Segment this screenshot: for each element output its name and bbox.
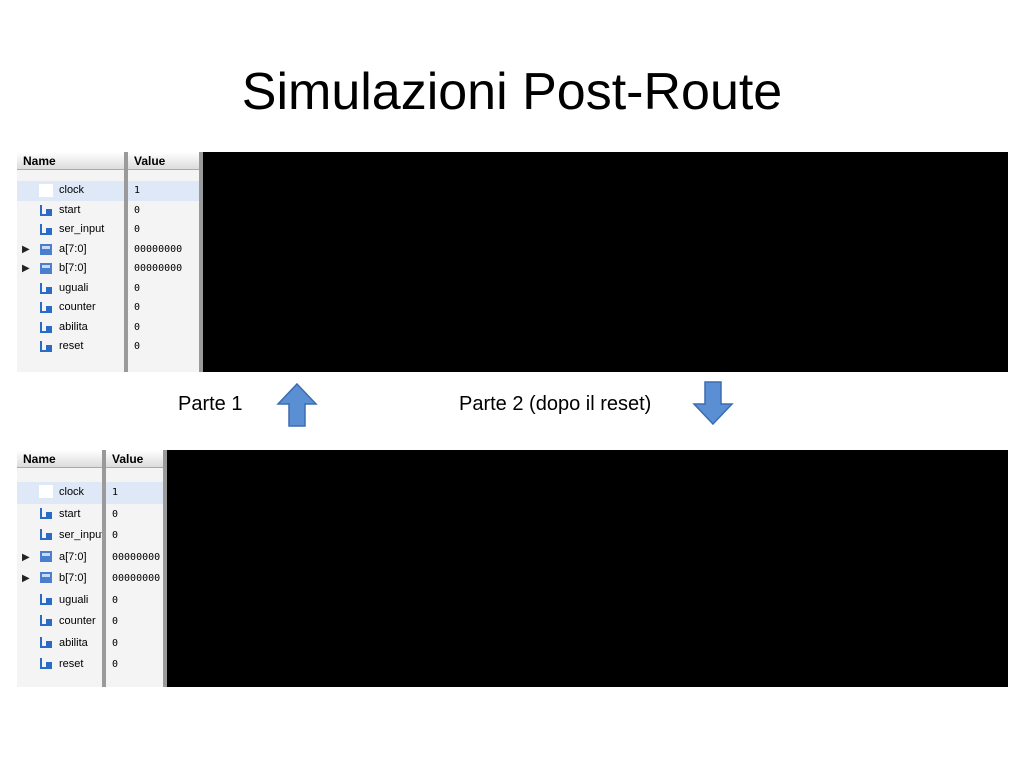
signal-value: 0 — [112, 659, 119, 670]
expand-arrow-icon[interactable]: ▶ — [22, 263, 30, 274]
signal-value: 0 — [112, 637, 119, 649]
signal-name: clock — [59, 486, 85, 498]
signal-value-row: 0 — [128, 220, 199, 240]
signal-row[interactable]: start — [17, 201, 124, 221]
signal-value: 0 — [134, 341, 141, 352]
signal-name: counter — [59, 301, 96, 313]
signal-row[interactable]: abilita — [17, 633, 102, 655]
column-splitter[interactable] — [199, 152, 203, 372]
signal-name: start — [59, 507, 81, 520]
signal-value-row: 0 — [106, 525, 163, 547]
signal-name-column: Name 1,000,000 ps2,000,000 ps3,000,000 p… — [17, 152, 124, 372]
signal-name: counter — [59, 615, 96, 627]
signal-value-row: 0 — [106, 590, 163, 612]
signal-value: 0 — [112, 530, 119, 541]
arrow-up-icon — [276, 382, 318, 427]
signal-row[interactable]: start — [17, 504, 102, 526]
signal-value: 0 — [134, 282, 141, 294]
waveform-window-part-2: Name 6,000,000 ps7,000,000 ps8,000,000 p… — [17, 450, 1008, 687]
slide-title: Simulazioni Post-Route — [241, 63, 783, 121]
signal-name: b[7:0] — [59, 262, 87, 274]
signal-value-row: 0 — [128, 298, 199, 318]
signal-value-row: 00000000 — [106, 568, 163, 590]
signal-row[interactable]: reset — [17, 654, 102, 676]
signal-row[interactable]: reset — [17, 337, 124, 357]
signal-row[interactable]: ser_input — [17, 525, 105, 547]
expand-arrow-icon[interactable]: ▶ — [22, 243, 30, 255]
caption-part-1: Parte 1 — [178, 393, 243, 415]
waveform-plot[interactable] — [167, 450, 1008, 687]
signal-row[interactable]: ▶ a[7:0] — [17, 547, 102, 569]
signal-row[interactable]: uguali — [17, 279, 124, 299]
signal-row[interactable]: counter — [17, 611, 102, 633]
signal-value-row: 0 — [128, 318, 199, 338]
signal-value-row: 0 — [128, 279, 199, 299]
signal-value: 00000000 — [112, 573, 161, 584]
column-splitter[interactable] — [163, 450, 167, 687]
signal-row[interactable]: uguali — [17, 590, 102, 612]
signal-value-row: 0 — [128, 201, 199, 221]
signal-name: b[7:0] — [59, 572, 87, 584]
signal-value: 00000000 — [134, 243, 183, 255]
signal-name: reset — [59, 340, 84, 352]
signal-value: 00000000 — [112, 551, 161, 563]
signal-value: 0 — [134, 302, 141, 313]
value-column-header: Value — [128, 152, 199, 170]
waveform-window-part-1: Name 1,000,000 ps2,000,000 ps3,000,000 p… — [17, 152, 1008, 372]
signal-row[interactable]: 6,000,000 ps7,000,000 ps8,000,000 ps9,00… — [17, 482, 102, 504]
column-splitter[interactable] — [102, 450, 106, 687]
signal-name: clock — [59, 184, 85, 196]
signal-value-row: 0 — [106, 633, 163, 655]
signal-name: a[7:0] — [59, 242, 87, 255]
signal-value: 1 — [112, 487, 119, 498]
name-column-header: Name — [17, 450, 102, 468]
signal-value: 0 — [134, 204, 141, 216]
time-ruler — [39, 184, 53, 197]
signal-name: reset — [59, 658, 84, 670]
signal-name-column: Name 6,000,000 ps7,000,000 ps8,000,000 p… — [17, 450, 105, 687]
column-splitter[interactable] — [124, 152, 128, 372]
signal-name: ser_input — [59, 223, 105, 235]
expand-arrow-icon[interactable]: ▶ — [22, 573, 30, 584]
signal-row[interactable]: ▶ a[7:0] — [17, 240, 124, 260]
signal-value-row: 0 — [106, 504, 163, 526]
signal-name: start — [59, 203, 81, 216]
signal-value: 0 — [134, 321, 141, 333]
signal-value-row: 1 — [128, 181, 199, 201]
signal-value-row: 00000000 — [106, 547, 163, 569]
signal-value-row: 0 — [106, 611, 163, 633]
signal-name: abilita — [59, 636, 88, 649]
value-column-header: Value — [106, 450, 163, 468]
signal-value-row: 0 — [106, 654, 163, 676]
signal-value-row: 1 — [106, 482, 163, 504]
signal-row[interactable]: counter — [17, 298, 124, 318]
signal-row[interactable]: ▶ b[7:0] — [17, 259, 124, 279]
signal-row[interactable]: 1,000,000 ps2,000,000 ps3,000,000 ps4,00… — [17, 181, 124, 201]
time-ruler — [39, 485, 53, 498]
waveform-plot[interactable] — [203, 152, 1008, 372]
signal-value-row: 00000000 — [128, 259, 199, 279]
signal-row[interactable]: ▶ b[7:0] — [17, 568, 102, 590]
signal-value: 00000000 — [134, 263, 183, 274]
arrow-down-icon — [692, 381, 734, 426]
signal-name: uguali — [59, 593, 89, 606]
name-column-header: Name — [17, 152, 124, 170]
signal-value-row: 0 — [128, 337, 199, 357]
signal-row[interactable]: abilita — [17, 318, 124, 338]
signal-value: 0 — [112, 594, 119, 606]
signal-value: 0 — [112, 616, 119, 627]
signal-name: ser_input — [59, 529, 105, 541]
signal-name: abilita — [59, 320, 88, 333]
signal-value: 1 — [134, 185, 141, 196]
signal-value-row: 00000000 — [128, 240, 199, 260]
signal-name: uguali — [59, 281, 89, 294]
signal-value: 0 — [134, 224, 141, 235]
signal-row[interactable]: ser_input — [17, 220, 124, 240]
caption-part-2: Parte 2 (dopo il reset) — [459, 393, 652, 415]
expand-arrow-icon[interactable]: ▶ — [22, 551, 30, 563]
signal-value: 0 — [112, 508, 119, 520]
signal-name: a[7:0] — [59, 550, 87, 563]
